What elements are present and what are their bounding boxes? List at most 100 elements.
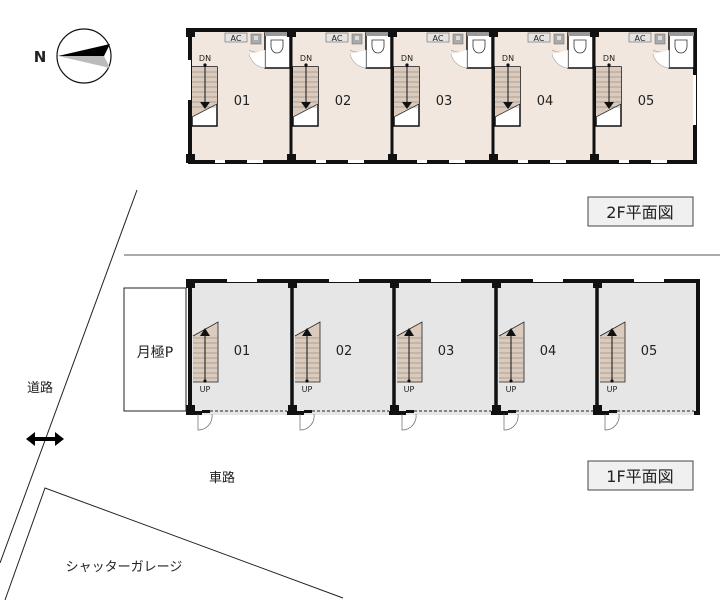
- ac-label: AC: [635, 34, 646, 43]
- stair-label-up: UP: [302, 385, 313, 394]
- arrow-up-icon: [302, 328, 312, 336]
- unit-number: 04: [540, 344, 557, 359]
- door-swing-icon: [197, 413, 213, 431]
- window: [316, 160, 326, 163]
- ac-label: AC: [433, 34, 444, 43]
- arrow-up-icon: [404, 328, 414, 336]
- toilet-icon: [371, 39, 385, 54]
- column: [388, 154, 397, 163]
- shutter-opening: [202, 409, 287, 415]
- column: [489, 28, 498, 37]
- ac-label: AC: [231, 34, 242, 43]
- column: [287, 154, 296, 163]
- sink-basin: [557, 36, 561, 40]
- toilet-icon: [472, 39, 486, 54]
- column: [390, 405, 399, 415]
- column: [593, 279, 602, 288]
- road-direction-arrow-icon: [26, 432, 64, 446]
- ac-unit: [426, 32, 450, 43]
- window: [247, 160, 263, 163]
- floor-2-title: 2F平面図: [606, 203, 673, 222]
- garage-outline: [4, 487, 344, 600]
- toilet-window: [265, 32, 290, 36]
- stair-dot: [506, 63, 510, 67]
- arrow-down-icon: [200, 102, 210, 109]
- toilet-icon: [674, 39, 688, 54]
- sink-basin: [456, 36, 460, 40]
- window: [348, 160, 364, 163]
- stair-label-up: UP: [607, 385, 618, 394]
- parking-label: 月極P: [137, 345, 173, 361]
- window: [431, 279, 461, 282]
- arrow-down-icon: [604, 102, 614, 109]
- window: [651, 160, 667, 163]
- stair-dot: [607, 63, 611, 67]
- sink-basin: [254, 36, 258, 40]
- column: [593, 405, 602, 415]
- column: [492, 279, 501, 288]
- stair-label-dn: DN: [401, 54, 413, 63]
- stair-label-dn: DN: [199, 54, 211, 63]
- unit-number: 03: [438, 344, 455, 359]
- stair-dot: [305, 379, 309, 383]
- door-swing-icon: [604, 413, 620, 431]
- column: [287, 28, 296, 37]
- stair-dot: [405, 63, 409, 67]
- unit-number: 01: [234, 94, 251, 109]
- unit-number: 03: [436, 94, 453, 109]
- unit-number: 05: [641, 344, 658, 359]
- column: [186, 279, 195, 288]
- unit-number: 04: [537, 94, 554, 109]
- toilet-window: [467, 32, 492, 36]
- garage-label: シャッターガレージ: [66, 560, 183, 575]
- column: [489, 154, 498, 163]
- window: [227, 279, 257, 282]
- shutter-opening: [406, 409, 491, 415]
- column: [186, 28, 195, 37]
- door-frame: [304, 410, 312, 413]
- window: [533, 279, 563, 282]
- side-window: [693, 75, 696, 125]
- column: [186, 154, 195, 163]
- shutter-opening: [508, 409, 593, 415]
- toilet-window: [669, 32, 694, 36]
- unit-1f: UP 02: [288, 279, 389, 431]
- door-swing-icon: [652, 50, 670, 69]
- door-swing-icon: [401, 413, 417, 431]
- stair-dot: [509, 379, 513, 383]
- toilet-icon: [270, 39, 284, 54]
- ac-label: AC: [534, 34, 545, 43]
- stair-dot: [304, 63, 308, 67]
- arrow-up-icon: [607, 328, 617, 336]
- column: [390, 279, 399, 288]
- monthly-parking: 月極P: [123, 287, 187, 412]
- shutter-opening: [609, 409, 694, 415]
- sink-basin: [658, 36, 662, 40]
- sink-basin: [355, 36, 359, 40]
- stair-dot: [203, 63, 207, 67]
- arrow-up-icon: [200, 328, 210, 336]
- toilet-window: [568, 32, 593, 36]
- unit-number: 02: [336, 344, 353, 359]
- window: [550, 160, 566, 163]
- toilet-window: [366, 32, 391, 36]
- side-window: [188, 60, 191, 100]
- toilet-icon: [573, 39, 587, 54]
- window: [518, 160, 528, 163]
- arrow-down-icon: [402, 102, 412, 109]
- stair-label-dn: DN: [300, 54, 312, 63]
- stair-label-dn: DN: [603, 54, 615, 63]
- door-swing-icon: [551, 50, 569, 69]
- floor-2-title-box: 2F平面図: [587, 196, 694, 227]
- floor-1-title-box: 1F平面図: [587, 460, 694, 491]
- stair-label-up: UP: [200, 385, 211, 394]
- window: [619, 160, 629, 163]
- road-label: 道路: [27, 380, 53, 396]
